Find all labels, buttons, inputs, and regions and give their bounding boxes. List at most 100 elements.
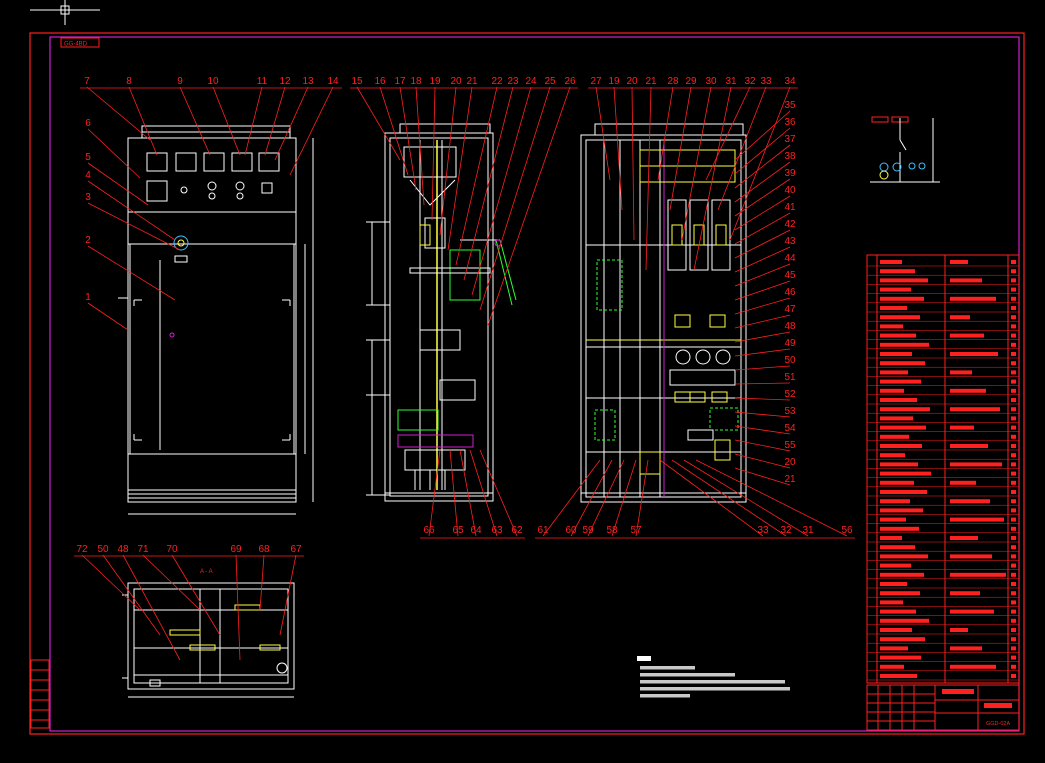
callout-rear-top-3: 21 — [645, 76, 657, 87]
drawing-number: GGD-02A — [986, 721, 1010, 727]
leader-rear-right-21 — [734, 453, 791, 469]
callout-rear-right-1: 36 — [784, 117, 796, 128]
parts-row-qty — [1011, 490, 1016, 494]
parts-row-spec — [950, 278, 982, 283]
parts-row-qty — [1011, 480, 1016, 485]
parts-row-qty — [1011, 637, 1016, 642]
parts-row-qty — [1011, 324, 1016, 329]
callout-rear-bottom-8: 56 — [841, 525, 853, 536]
leader-side-top-8 — [463, 86, 514, 281]
callout-rear-bottom-0: 61 — [537, 525, 549, 536]
parts-row-name — [880, 655, 921, 660]
parts-row-name — [880, 572, 924, 577]
parts-row-name — [880, 407, 930, 412]
leader-plan-top-1 — [102, 554, 161, 636]
leader-front-top-3 — [212, 86, 241, 156]
callout-rear-right-17: 52 — [784, 389, 796, 400]
leader-rear-right-3 — [734, 161, 791, 203]
parts-row-qty — [1011, 591, 1016, 596]
callout-rear-top-8: 32 — [744, 76, 756, 87]
leader-rear-bottom-5 — [659, 459, 764, 537]
parts-row-name — [880, 333, 916, 338]
callout-side-top-7: 22 — [491, 76, 503, 87]
leader-rear-right-11 — [734, 297, 791, 315]
parts-row-qty — [1011, 407, 1016, 412]
parts-row-qty — [1011, 260, 1016, 264]
leader-rear-top-8 — [705, 86, 751, 181]
leader-rear-right-4 — [734, 178, 791, 217]
callout-side-top-9: 24 — [525, 76, 537, 87]
leader-side-top-6 — [447, 86, 473, 251]
callout-rear-top-9: 33 — [760, 76, 772, 87]
leader-front-left-0 — [87, 128, 141, 179]
callout-front-left-0: 6 — [85, 118, 91, 129]
callout-plan-top-1: 50 — [97, 544, 109, 555]
parts-row-name — [880, 600, 903, 605]
callout-front-left-1: 5 — [85, 152, 91, 163]
parts-row-spec — [950, 572, 1006, 577]
callout-front-left-3: 3 — [85, 192, 91, 203]
parts-row-name — [880, 554, 928, 559]
parts-row-name — [880, 628, 912, 632]
callout-side-top-4: 19 — [429, 76, 441, 87]
outer-frame — [29, 32, 1025, 735]
callout-rear-bottom-3: 58 — [606, 525, 618, 536]
parts-row-name — [880, 490, 927, 494]
parts-row-qty — [1011, 306, 1016, 310]
plan-view — [122, 582, 295, 698]
leader-side-top-1 — [379, 86, 409, 176]
leader-rear-right-2 — [734, 144, 791, 189]
leader-front-top-7 — [289, 86, 334, 176]
leader-rear-right-20 — [734, 439, 791, 452]
parts-row-qty — [1011, 296, 1016, 301]
callout-side-bottom-2: 64 — [470, 525, 482, 536]
parts-row-qty — [1011, 269, 1016, 274]
callout-plan-top-6: 68 — [258, 544, 270, 555]
callout-rear-right-2: 37 — [784, 134, 796, 145]
callout-rear-right-18: 53 — [784, 406, 796, 417]
leader-rear-bottom-3 — [611, 459, 637, 537]
parts-row-qty — [1011, 600, 1016, 605]
parts-row-name — [880, 674, 917, 678]
parts-row-name — [880, 278, 928, 283]
leader-rear-bottom-0 — [542, 459, 601, 537]
callout-rear-right-5: 40 — [784, 185, 796, 196]
leader-front-left-5 — [87, 302, 129, 331]
parts-row-qty — [1011, 434, 1016, 439]
parts-row-qty — [1011, 646, 1016, 651]
callout-rear-bottom-5: 33 — [757, 525, 769, 536]
parts-row-qty — [1011, 444, 1016, 448]
parts-row-qty — [1011, 352, 1016, 356]
parts-row-name — [880, 609, 916, 614]
notes-line — [640, 680, 785, 684]
parts-row-name — [880, 260, 902, 264]
parts-row-spec — [950, 388, 986, 393]
leader-rear-right-14 — [734, 348, 791, 357]
leader-side-top-2 — [399, 86, 417, 191]
parts-row-spec — [950, 664, 996, 669]
leader-side-top-7 — [455, 86, 498, 266]
callout-rear-top-0: 27 — [590, 76, 602, 87]
parts-row-spec — [950, 517, 1004, 522]
leader-side-top-0 — [356, 86, 401, 161]
leader-rear-top-5 — [669, 86, 692, 211]
parts-row-qty — [1011, 508, 1016, 513]
callout-side-top-3: 18 — [410, 76, 422, 87]
leader-plan-top-7 — [279, 554, 297, 636]
notes-line — [640, 666, 695, 670]
leader-rear-top-0 — [595, 86, 611, 181]
callout-side-top-6: 21 — [466, 76, 478, 87]
parts-row-qty — [1011, 526, 1016, 531]
parts-row-name — [880, 379, 921, 384]
parts-row-name — [880, 398, 917, 402]
parts-row-spec — [950, 628, 968, 632]
cad-crosshair[interactable] — [30, 0, 100, 25]
leader-plan-top-5 — [235, 554, 241, 661]
leader-rear-bottom-2 — [587, 459, 625, 537]
callout-rear-right-3: 38 — [784, 151, 796, 162]
callout-front-top-7: 14 — [327, 76, 339, 87]
callout-rear-right-16: 51 — [784, 372, 796, 383]
callout-front-top-4: 11 — [257, 76, 268, 87]
callout-rear-bottom-4: 57 — [630, 525, 642, 536]
parts-row-qty — [1011, 370, 1016, 375]
